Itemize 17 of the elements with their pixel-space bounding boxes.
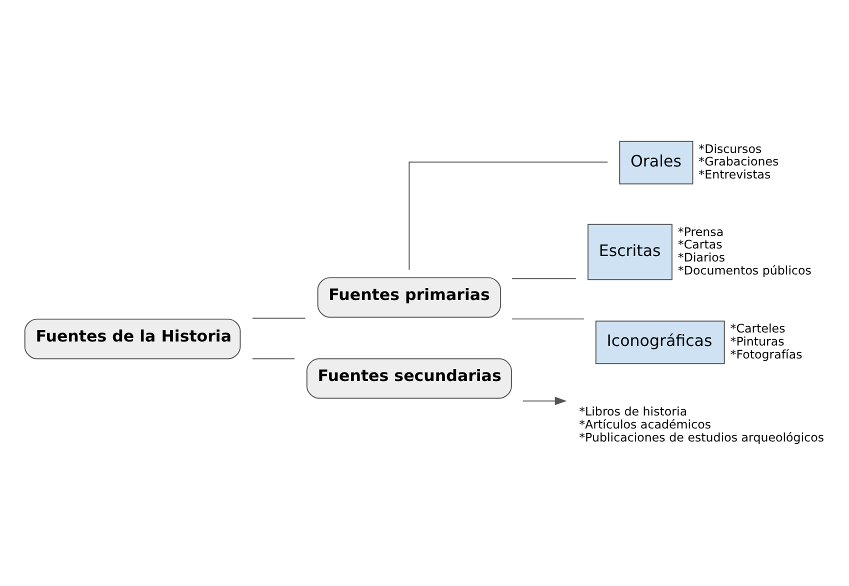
node-label: *Carteles <box>730 321 786 336</box>
connector <box>252 358 296 359</box>
node-label: *Diarios <box>678 250 726 264</box>
node-label: *Prensa <box>678 224 724 238</box>
node-label: *Entrevistas <box>698 167 771 181</box>
node-label: *Grabaciones <box>698 154 779 168</box>
arrow <box>522 396 567 405</box>
node-label: *Fotografías <box>730 346 802 361</box>
connector <box>512 278 576 279</box>
connector <box>408 161 608 270</box>
connector <box>512 318 584 319</box>
node-text: *Libros de historia *Artículos académicos *Publicaciones de estudios arqueológicos <box>579 404 824 444</box>
connector <box>252 317 306 318</box>
node-label: *Discursos <box>698 141 762 156</box>
node-label: *Documentos públicos <box>678 262 812 277</box>
node-label: *Cartas <box>678 237 722 252</box>
node-label: *Pinturas <box>730 334 784 348</box>
